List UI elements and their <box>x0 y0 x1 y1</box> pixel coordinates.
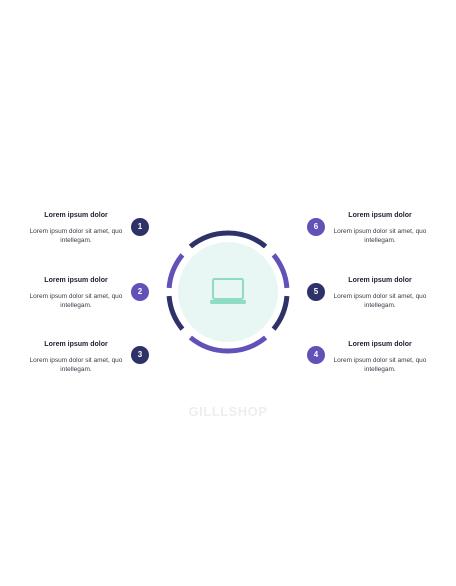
watermark: GILLLSHOP <box>188 404 268 419</box>
item-2-title: Lorem ipsum dolor <box>44 277 108 284</box>
ring-segment-6 <box>271 253 290 289</box>
badge-6: 6 <box>307 218 325 236</box>
item-5-body: Lorem ipsum dolor sit amet, quo intelleg… <box>333 293 427 309</box>
item-3-title: Lorem ipsum dolor <box>44 341 108 348</box>
badge-4: 4 <box>307 346 325 364</box>
item-6-body: Lorem ipsum dolor sit amet, quo intelleg… <box>333 228 427 244</box>
item-1: Lorem ipsum dolor Lorem ipsum dolor sit … <box>28 212 124 245</box>
item-1-title: Lorem ipsum dolor <box>44 212 108 219</box>
badge-2: 2 <box>131 283 149 301</box>
item-4-body: Lorem ipsum dolor sit amet, quo intelleg… <box>333 357 427 373</box>
ring-segment-5 <box>271 295 290 331</box>
ring-segment-3 <box>166 295 185 331</box>
ring-segment-2 <box>166 253 185 289</box>
laptop-icon <box>210 278 246 304</box>
item-4: Lorem ipsum dolor Lorem ipsum dolor sit … <box>332 341 428 374</box>
ring-segment-4 <box>188 335 268 354</box>
ring-segment-1 <box>188 230 268 249</box>
item-6: Lorem ipsum dolor Lorem ipsum dolor sit … <box>332 212 428 245</box>
item-5-title: Lorem ipsum dolor <box>348 277 412 284</box>
center-circle <box>178 242 278 342</box>
badge-3: 3 <box>131 346 149 364</box>
item-2-body: Lorem ipsum dolor sit amet, quo intelleg… <box>29 293 123 309</box>
item-4-title: Lorem ipsum dolor <box>348 341 412 348</box>
item-2: Lorem ipsum dolor Lorem ipsum dolor sit … <box>28 277 124 310</box>
item-1-body: Lorem ipsum dolor sit amet, quo intelleg… <box>29 228 123 244</box>
item-5: Lorem ipsum dolor Lorem ipsum dolor sit … <box>332 277 428 310</box>
item-6-title: Lorem ipsum dolor <box>348 212 412 219</box>
item-3-body: Lorem ipsum dolor sit amet, quo intelleg… <box>29 357 123 373</box>
badge-1: 1 <box>131 218 149 236</box>
item-3: Lorem ipsum dolor Lorem ipsum dolor sit … <box>28 341 124 374</box>
badge-5: 5 <box>307 283 325 301</box>
